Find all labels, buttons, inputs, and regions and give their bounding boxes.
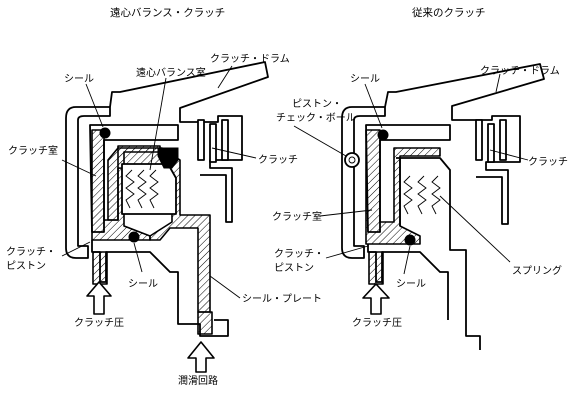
left-label-piston-1: クラッチ・ bbox=[6, 246, 56, 258]
left-label-balance-chamber: 遠心バランス室 bbox=[136, 66, 206, 79]
left-label-lube-circuit: 潤滑回路 bbox=[178, 374, 218, 387]
right-label-clutch-chamber: クラッチ室 bbox=[272, 210, 322, 223]
right-check-ball bbox=[344, 152, 360, 168]
left-clutch-drum bbox=[65, 61, 269, 259]
right-label-seal-top: シール bbox=[350, 74, 380, 85]
left-label-seal-bottom: シール bbox=[128, 279, 158, 290]
right-label-clutch-drum: クラッチ・ドラム bbox=[480, 65, 560, 77]
right-seal-top bbox=[377, 129, 389, 141]
right-leaders bbox=[293, 73, 511, 275]
right-label-clutch: クラッチ bbox=[528, 156, 568, 168]
left-label-clutch-drum: クラッチ・ドラム bbox=[210, 53, 290, 65]
right-label-check-ball-2: チェック・ボール bbox=[276, 112, 356, 124]
left-pressure-port bbox=[92, 251, 108, 285]
right-seal-bottom bbox=[404, 234, 416, 246]
right-label-spring: スプリング bbox=[512, 264, 562, 277]
left-label-clutch-chamber: クラッチ室 bbox=[8, 144, 58, 157]
left-title: 遠心バランス・クラッチ bbox=[110, 6, 225, 19]
left-balance-chamber bbox=[121, 163, 177, 215]
left-label-seal-plate: シール・プレート bbox=[242, 293, 322, 305]
right-diagram: 従来のクラッチ bbox=[272, 6, 568, 350]
left-clutch-plates bbox=[197, 119, 257, 163]
right-springs bbox=[403, 175, 441, 215]
right-spring-retainer bbox=[396, 157, 481, 350]
left-label-piston-2: ピストン bbox=[6, 260, 46, 272]
left-seal-bottom bbox=[128, 231, 140, 243]
left-diagram: 遠心バランス・クラッチ bbox=[6, 6, 322, 387]
left-lip-seal bbox=[157, 147, 179, 169]
right-title: 従来のクラッチ bbox=[412, 6, 486, 19]
left-label-seal-top: シール bbox=[64, 74, 94, 85]
left-clutch-pressure-arrow bbox=[86, 281, 112, 315]
left-lube-arrow bbox=[187, 341, 215, 373]
right-label-clutch-pressure: クラッチ圧 bbox=[352, 317, 402, 329]
right-pressure-port bbox=[368, 251, 384, 285]
right-clutch-plates bbox=[475, 119, 529, 163]
left-seal-top bbox=[99, 127, 111, 139]
left-leaders bbox=[61, 65, 241, 299]
left-label-clutch: クラッチ bbox=[258, 154, 298, 166]
right-label-piston-2: ピストン bbox=[274, 262, 314, 274]
right-clutch-pressure-arrow bbox=[362, 283, 390, 315]
left-lube-port bbox=[197, 311, 213, 335]
left-label-clutch-pressure: クラッチ圧 bbox=[74, 317, 124, 329]
right-label-seal-bottom: シール bbox=[396, 279, 426, 290]
right-clutch-drum bbox=[341, 63, 545, 259]
left-springs bbox=[125, 169, 159, 209]
right-label-check-ball-1: ピストン・ bbox=[292, 98, 342, 110]
right-clutch-piston bbox=[365, 129, 441, 245]
right-label-piston-1: クラッチ・ bbox=[274, 248, 324, 260]
